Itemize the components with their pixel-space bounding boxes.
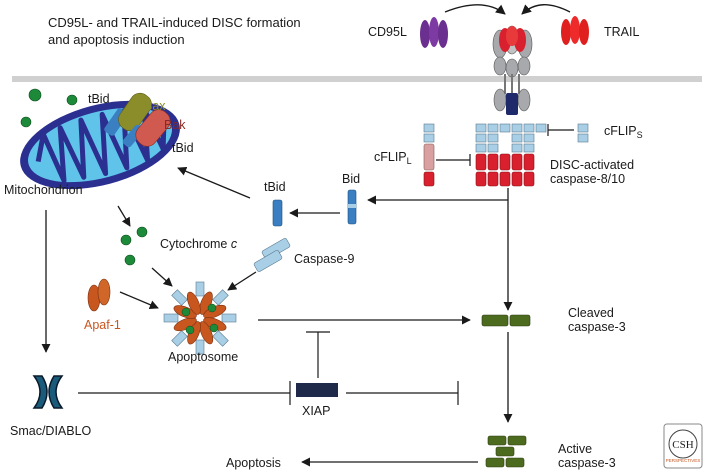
- trail-binding-arrow: [521, 4, 571, 15]
- smac-diablo-protein: [32, 375, 64, 409]
- trail-label: TRAIL: [604, 25, 640, 39]
- diagram-title: CD95L- and TRAIL-induced DISC formation …: [48, 14, 318, 48]
- disc-complex: [475, 123, 547, 187]
- csh-perspectives-logo: CSH PERSPECTIVES: [663, 423, 703, 469]
- active-caspase3: [485, 435, 527, 468]
- caspase9-protein: [253, 238, 291, 272]
- tbid-protein: [272, 199, 283, 227]
- cd95l-ligand: [420, 17, 448, 48]
- caspase9-label: Caspase-9: [294, 252, 355, 266]
- cd95l-label: CD95L: [368, 25, 407, 39]
- trail-ligand: [561, 16, 589, 45]
- cell-membrane: [12, 76, 702, 82]
- bax-label: Bax: [144, 99, 166, 113]
- tbid-mito-label: tBid: [172, 141, 194, 155]
- cytochrome-c-released: [20, 88, 148, 266]
- cytochrome-c-label: Cytochrome c: [160, 237, 238, 251]
- cleaved-caspase3: [481, 314, 531, 327]
- smac-diablo-label: Smac/DIABLO: [10, 424, 92, 438]
- cflip-s-protein: [577, 123, 589, 143]
- title-line-2: and apoptosis induction: [48, 32, 185, 47]
- cleaved-caspase3-label: Cleaved caspase-3: [568, 306, 626, 334]
- apaf1-to-apoptosome-arrow: [119, 291, 159, 310]
- svg-text:PERSPECTIVES: PERSPECTIVES: [666, 458, 701, 463]
- title-line-1: CD95L- and TRAIL-induced DISC formation: [48, 15, 301, 30]
- tbid-mid-label: tBid: [264, 180, 286, 194]
- tbid-to-mitochondrion-arrow: [177, 166, 251, 199]
- bid-label: Bid: [342, 172, 361, 186]
- tbid-top-label: tBid: [88, 92, 110, 106]
- mitochondrion-label: Mitochondrion: [4, 183, 83, 197]
- apoptosome-label: Apoptosome: [168, 350, 239, 364]
- svg-text:CSH: CSH: [672, 439, 693, 451]
- death-receptor-complex: [492, 25, 533, 115]
- disc-caspase8-label: DISC-activated caspase-8/10: [550, 158, 635, 186]
- cytochrome-to-apoptosome-arrow: [151, 267, 173, 287]
- xiap-protein: [296, 383, 338, 397]
- bak-protein: [122, 109, 171, 148]
- apaf1-protein: [87, 278, 111, 312]
- mito-to-cytochrome-arrow: [117, 205, 131, 227]
- xiap-label: XIAP: [302, 404, 331, 418]
- cflip-l-label: cFLIPL: [374, 150, 412, 166]
- apaf1-label: Apaf-1: [84, 318, 121, 332]
- bax-protein: [104, 92, 152, 136]
- cflip-s-label: cFLIPS: [604, 124, 643, 140]
- apoptosome: [163, 281, 237, 355]
- bak-label: Bak: [164, 118, 186, 132]
- cflip-l-protein: [423, 123, 435, 187]
- caspase9-to-apoptosome-arrow: [227, 271, 257, 291]
- active-caspase3-label: Active caspase-3: [558, 442, 616, 470]
- cd95l-binding-arrow: [444, 4, 506, 15]
- bid-protein: [347, 189, 357, 225]
- apoptosis-label: Apoptosis: [226, 456, 281, 470]
